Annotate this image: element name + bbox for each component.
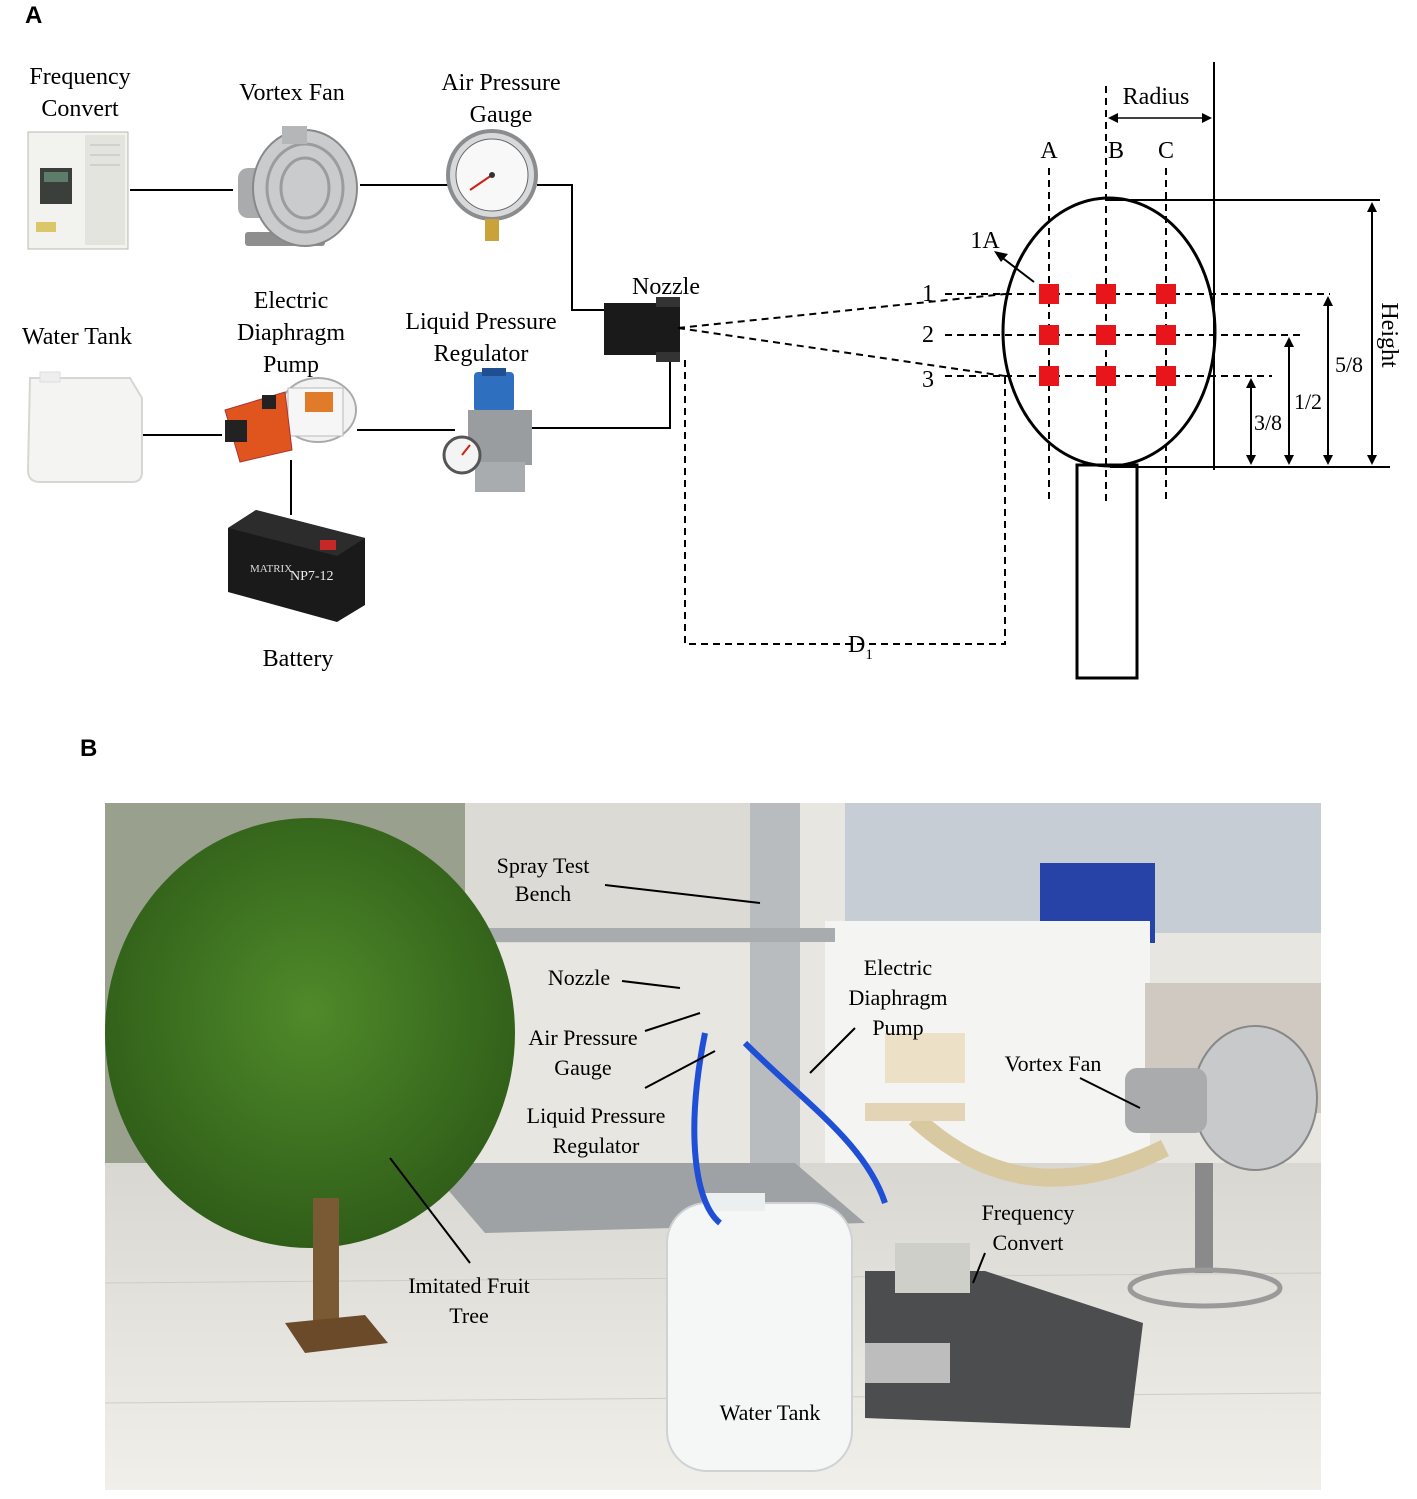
sample-point-3c: [1156, 366, 1176, 386]
sample-point-3a: [1039, 366, 1059, 386]
stool-post: [1195, 1163, 1213, 1273]
nozzle-device: [604, 297, 680, 362]
battery-device: MATRIX NP7-12: [228, 510, 365, 622]
battery-brand-text: MATRIX: [250, 563, 292, 575]
vortex-fan-device: [238, 126, 358, 247]
sample-point-1b: [1096, 284, 1116, 304]
stool-base: [1127, 1267, 1283, 1309]
label-vortex-fan: Vortex Fan: [239, 80, 345, 106]
label-water-tank: Water Tank: [22, 324, 132, 350]
connection-lines: [130, 184, 671, 515]
column-label-a: A: [1040, 138, 1058, 164]
chair-back: [885, 1033, 965, 1083]
fraction-label-5-8: 5/8: [1335, 352, 1363, 377]
water-tank-device: [26, 371, 143, 483]
sample-point-2c: [1156, 325, 1176, 345]
panel-b-letter: B: [80, 735, 98, 762]
spray-cone: [677, 293, 1006, 645]
sample-point-2a: [1039, 325, 1059, 345]
photo-label-vortex-fan: Vortex Fan: [1005, 1051, 1102, 1076]
label-distance-d1: D1: [848, 632, 873, 663]
tree-base: [285, 1315, 388, 1353]
chair-seat: [865, 1103, 965, 1121]
height-dimension-lines: [1105, 199, 1390, 468]
fraction-label-1-2: 1/2: [1294, 389, 1322, 414]
tree-canopy: [1001, 196, 1217, 680]
tree-trunk: [313, 1198, 339, 1328]
row-lines: [945, 293, 1330, 377]
radius-arrow-right: [1202, 113, 1212, 123]
row-label-2: 2: [922, 322, 934, 348]
air-duct: [908, 1111, 1170, 1187]
blue-hose: [691, 1032, 723, 1226]
label-radius: Radius: [1123, 84, 1190, 110]
battery-model-text: NP7-12: [290, 569, 334, 584]
floor-mat: [865, 1271, 1143, 1428]
wall-upper: [465, 803, 795, 943]
panel-a-letter: A: [25, 2, 43, 29]
water-tank-lid: [705, 1193, 765, 1211]
frequency-converter-device: [27, 131, 129, 250]
frequency-converter-photo: [895, 1243, 970, 1293]
row-label-1: 1: [922, 281, 934, 307]
power-supply-photo: [865, 1343, 950, 1383]
column-label-c: C: [1158, 138, 1174, 164]
sample-point-1c: [1156, 284, 1176, 304]
sample-label-arrow: [999, 255, 1035, 283]
radius-arrow-left: [1108, 113, 1118, 123]
blue-hose: [742, 1040, 888, 1204]
fraction-label-3-8: 3/8: [1254, 410, 1282, 435]
sample-point-3b: [1096, 366, 1116, 386]
annotation-arrows: [389, 884, 1141, 1284]
water-tank-photo: [666, 1202, 853, 1472]
label-nozzle: Nozzle: [632, 274, 700, 300]
photo-label-water-tank: Water Tank: [720, 1400, 821, 1425]
sample-points: [1039, 284, 1176, 386]
column-label-b: B: [1108, 138, 1124, 164]
electric-diaphragm-pump-device: [224, 377, 357, 463]
label-battery: Battery: [263, 646, 334, 672]
tree-foliage: [105, 818, 515, 1248]
sample-point-2b: [1096, 325, 1116, 345]
white-board: [825, 921, 1150, 1173]
sample-point-1a: [1039, 284, 1059, 304]
row-label-3: 3: [922, 367, 934, 393]
sample-arrow-head: [994, 251, 1008, 262]
sample-label-1a: 1A: [970, 228, 1000, 254]
label-height: Height: [1376, 302, 1402, 368]
photo-label-nozzle: Nozzle: [548, 965, 610, 990]
test-bench-arm: [475, 928, 835, 942]
liquid-pressure-regulator-device: [442, 368, 532, 492]
height-arrow-heads: [1246, 202, 1377, 465]
test-bench-column: [750, 803, 800, 1233]
vortex-fan-photo: [1192, 1025, 1318, 1171]
vortex-fan-motor: [1125, 1068, 1207, 1133]
air-pressure-gauge-device: [446, 129, 538, 241]
